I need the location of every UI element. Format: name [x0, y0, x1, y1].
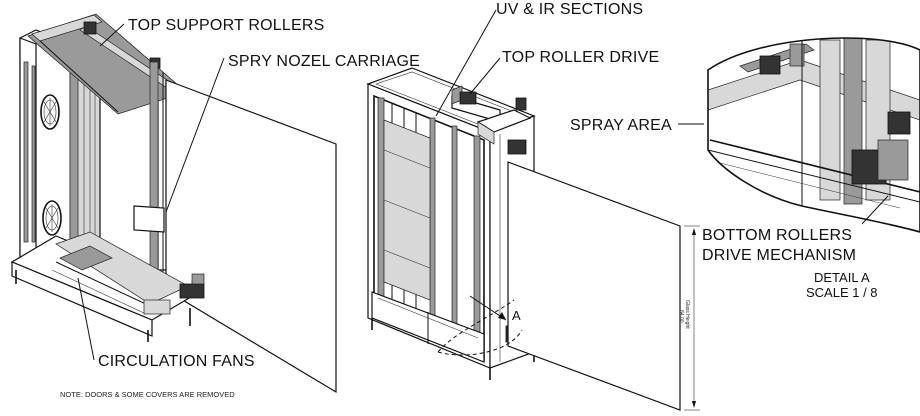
label-drive-mechanism: DRIVE MECHANISM: [702, 247, 856, 264]
center-curing-assembly: [366, 67, 681, 411]
label-uv-ir-sections: UV & IR SECTIONS: [496, 1, 643, 18]
note-text: NOTE: DOORS & SOME COVERS ARE REMOVED: [60, 390, 235, 399]
dimension-caption: Glass Height: [684, 300, 690, 329]
glass-height-dimension: [684, 225, 700, 411]
label-circulation-fans: CIRCULATION FANS: [98, 353, 255, 370]
center-leader-lines: [435, 9, 501, 117]
lower-fan-icon: [42, 200, 62, 236]
upper-fan-icon: [40, 94, 60, 130]
label-bottom-rollers: BOTTOM ROLLERS: [702, 227, 852, 244]
callout-a-label: A: [512, 308, 521, 323]
label-detail-a: DETAIL A: [814, 270, 870, 285]
label-spray-area: SPRAY AREA: [570, 117, 672, 134]
left-spray-assembly: [10, 13, 337, 394]
label-top-roller-drive: TOP ROLLER DRIVE: [502, 49, 659, 66]
dimension-value: 84.00: [678, 310, 684, 323]
label-spry-nozel-carriage: SPRY NOZEL CARRIAGE: [228, 53, 420, 70]
detail-a-view: [678, 37, 920, 233]
label-scale: SCALE 1 / 8: [806, 285, 878, 300]
left-leader-lines: [77, 23, 225, 361]
label-top-support-rollers: TOP SUPPORT ROLLERS: [128, 17, 324, 34]
